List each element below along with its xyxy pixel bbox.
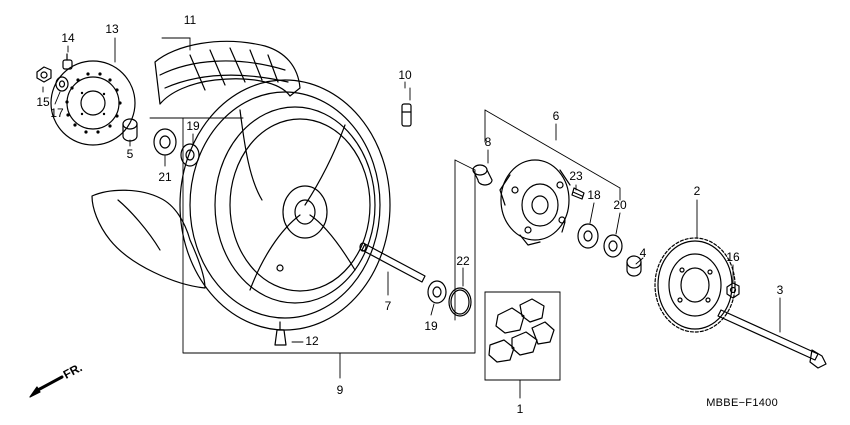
valve-stem [274, 321, 287, 346]
callout-23: 23 [569, 169, 583, 183]
drawing-code: MBBE−F1400 [706, 397, 778, 409]
callout-12: 12 [305, 334, 319, 348]
callout-15: 15 [36, 95, 50, 109]
callout-22: 22 [456, 254, 470, 268]
callout-16: 16 [726, 250, 740, 264]
wheel-rim [179, 79, 391, 331]
axle-collar [359, 242, 426, 283]
bearing-lower [427, 280, 447, 304]
washer [55, 76, 69, 92]
callout-20: 20 [613, 198, 627, 212]
tire [154, 40, 301, 105]
callout-3: 3 [776, 283, 784, 297]
callout-18: 18 [587, 188, 601, 202]
flange-seal [603, 234, 623, 258]
driven-flange [499, 159, 571, 246]
collar [472, 164, 493, 186]
clip [401, 103, 412, 127]
flange-bearing [577, 223, 599, 249]
callout-11: 11 [183, 13, 197, 27]
sprocket [654, 237, 736, 333]
oil-seal [180, 143, 200, 167]
callout-21: 21 [158, 170, 172, 184]
callout-17: 17 [50, 106, 64, 120]
callout-8: 8 [484, 135, 492, 149]
callout-6: 6 [552, 109, 560, 123]
front-direction-arrow [29, 375, 64, 398]
callout-14: 14 [61, 31, 75, 45]
callout-9: 9 [336, 383, 344, 397]
callout-13: 13 [105, 22, 119, 36]
callout-10: 10 [398, 68, 412, 82]
sprocket-nut [726, 282, 740, 299]
callout-lines [42, 37, 781, 399]
tire-section [91, 189, 206, 289]
o-ring [448, 287, 472, 317]
stud-bolt [571, 187, 585, 200]
callout-19-lower: 19 [424, 319, 438, 333]
damper-rubbers [488, 298, 555, 363]
brake-disc [50, 60, 136, 146]
callout-4: 4 [639, 246, 647, 260]
flange-nut [36, 66, 52, 83]
flange-collar [626, 255, 642, 277]
disc-bolt [62, 53, 73, 70]
callout-7: 7 [384, 299, 392, 313]
bearing [153, 128, 177, 156]
callout-5: 5 [126, 147, 134, 161]
callout-1: 1 [516, 402, 524, 416]
rear-axle [717, 309, 827, 369]
callout-2: 2 [693, 184, 701, 198]
callout-19-upper: 19 [186, 119, 200, 133]
